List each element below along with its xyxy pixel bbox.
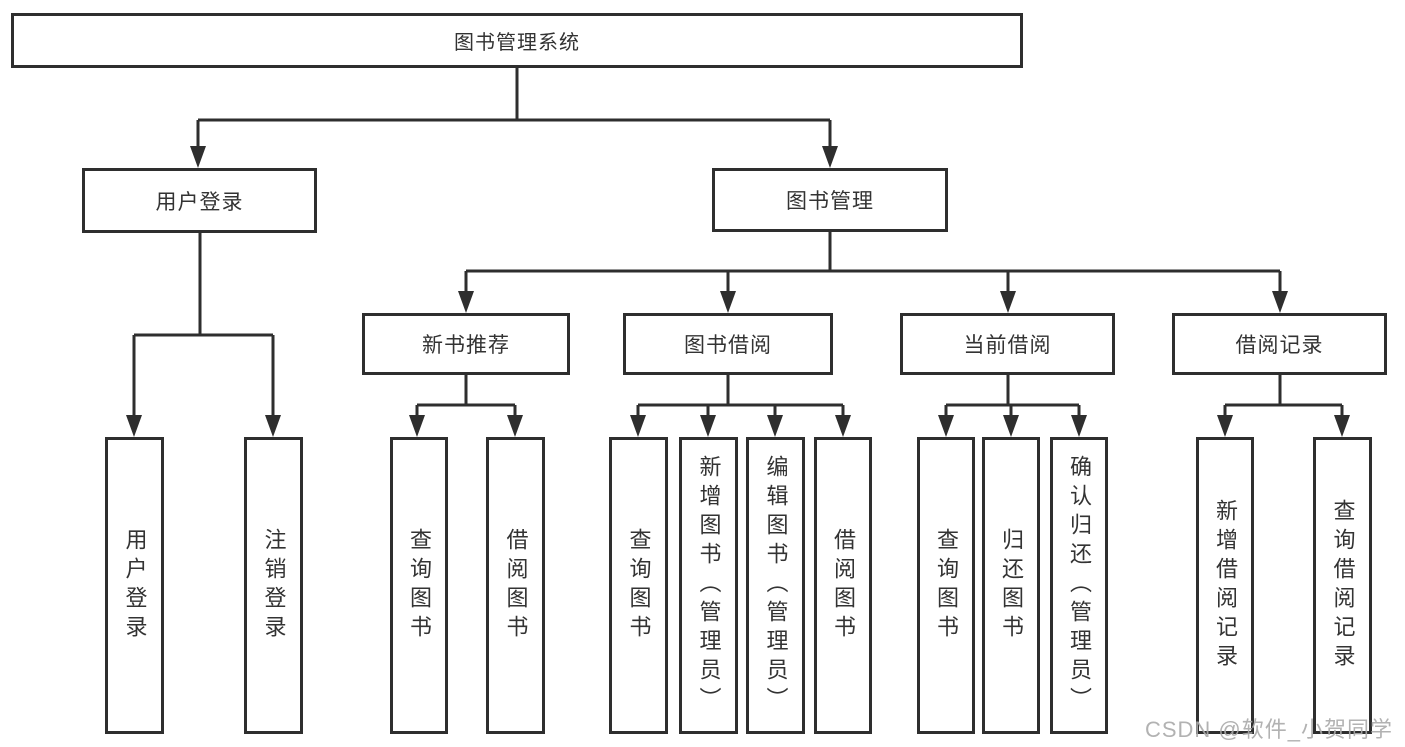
node-label: 新书推荐 <box>422 334 510 357</box>
leaf-edit-book-admin: 编辑图书（管理员） <box>746 437 805 734</box>
leaf-user-login: 用户登录 <box>105 437 164 734</box>
leaf-label: 确认归还（管理员） <box>1067 455 1092 716</box>
leaf-label: 查询图书 <box>934 527 959 644</box>
node-label: 图书借阅 <box>684 334 772 357</box>
leaf-add-borrow-record: 新增借阅记录 <box>1196 437 1254 734</box>
leaf-confirm-return-admin: 确认归还（管理员） <box>1050 437 1108 734</box>
node-label: 图书管理系统 <box>454 32 580 54</box>
leaf-label: 查询图书 <box>626 527 652 644</box>
leaf-label: 借阅图书 <box>831 527 856 644</box>
leaf-query-books-recommend: 查询图书 <box>390 437 448 734</box>
leaf-borrow-books-recommend: 借阅图书 <box>486 437 545 734</box>
node-label: 借阅记录 <box>1235 334 1324 357</box>
leaf-add-book-admin: 新增图书（管理员） <box>679 437 738 734</box>
leaf-label: 借阅图书 <box>503 527 529 644</box>
node-borrowing-records: 借阅记录 <box>1172 313 1387 375</box>
leaf-label: 新增借阅记录 <box>1213 498 1238 673</box>
leaf-borrow-books-borrowing: 借阅图书 <box>814 437 872 734</box>
node-label: 用户登录 <box>155 190 244 214</box>
node-book-borrowing: 图书借阅 <box>623 313 833 375</box>
node-current-borrowing: 当前借阅 <box>900 313 1115 375</box>
node-label: 图书管理 <box>786 190 874 213</box>
leaf-label: 用户登录 <box>122 527 148 644</box>
leaf-label: 归还图书 <box>999 527 1024 644</box>
leaf-label: 编辑图书（管理员） <box>763 455 789 716</box>
csdn-watermark: CSDN @软件_小贺同学 <box>1144 717 1393 742</box>
node-library-management-system: 图书管理系统 <box>11 13 1023 68</box>
node-user-login: 用户登录 <box>82 168 317 233</box>
leaf-logout: 注销登录 <box>244 437 303 734</box>
node-new-book-recommendation: 新书推荐 <box>362 313 570 375</box>
leaf-query-books-borrowing: 查询图书 <box>609 437 668 734</box>
leaf-label: 查询借阅记录 <box>1330 498 1356 673</box>
node-label: 当前借阅 <box>963 334 1052 357</box>
leaf-query-borrow-record: 查询借阅记录 <box>1313 437 1372 734</box>
leaf-return-books: 归还图书 <box>982 437 1040 734</box>
node-book-management: 图书管理 <box>712 168 948 232</box>
leaf-label: 新增图书（管理员） <box>696 455 722 716</box>
leaf-label: 查询图书 <box>407 527 432 644</box>
leaf-query-books-current: 查询图书 <box>917 437 975 734</box>
leaf-label: 注销登录 <box>261 527 287 644</box>
